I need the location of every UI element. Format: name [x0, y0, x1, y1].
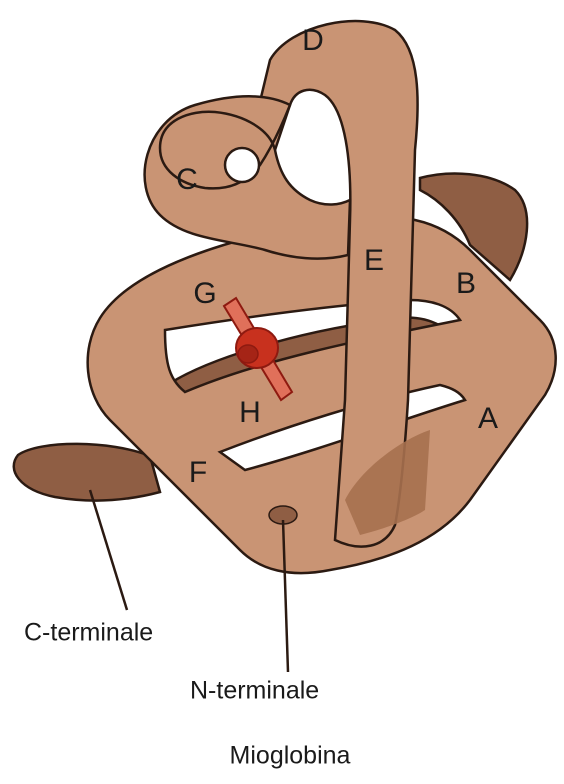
c-terminal-label: C-terminale — [24, 619, 153, 647]
helix-label-e: E — [364, 244, 384, 277]
c-loop-hole — [225, 148, 259, 182]
helix-label-f: F — [189, 456, 207, 489]
heme-iron-inner — [238, 345, 258, 363]
helix-loop-fgab — [88, 216, 556, 573]
helix-label-g: G — [193, 277, 216, 310]
diagram-caption: Mioglobina — [230, 742, 351, 770]
n-terminal-label: N-terminale — [190, 677, 319, 705]
c-terminal-tail — [14, 444, 160, 501]
helix-label-b: B — [456, 267, 476, 300]
helix-label-h: H — [239, 396, 261, 429]
c-terminal-leader — [90, 490, 127, 610]
helix-label-d: D — [302, 24, 324, 57]
helix-label-a: A — [478, 402, 498, 435]
helix-label-c: C — [176, 163, 198, 196]
